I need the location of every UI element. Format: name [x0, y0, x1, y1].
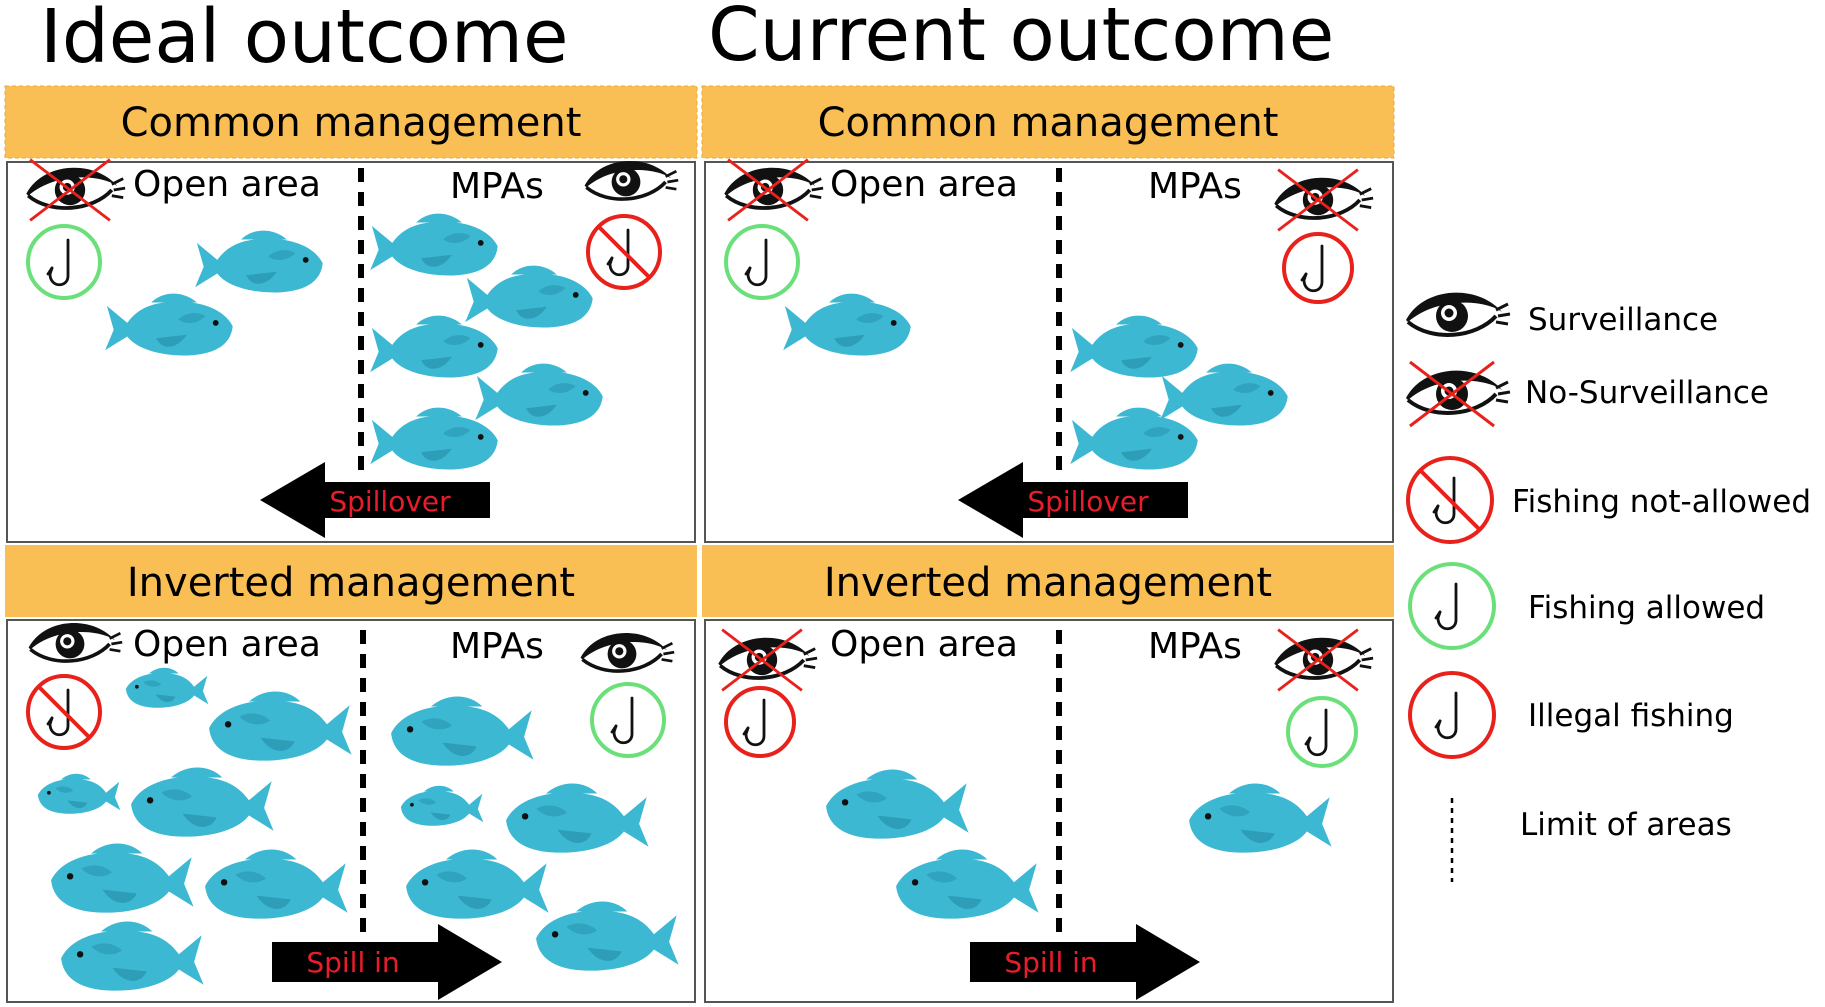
arrow-label: Spill in	[306, 946, 399, 979]
legend-label: Limit of areas	[1520, 807, 1732, 843]
header-label: Inverted management	[824, 560, 1272, 606]
open-area-label: Open area	[133, 624, 321, 665]
illegal-fishing-icon	[1282, 232, 1354, 304]
current-outcome-title: Current outcome	[708, 0, 1334, 78]
spillover-arrow: Spillover	[260, 462, 490, 538]
panel-current-inverted: Open area MPAs Spill in	[704, 619, 1394, 1003]
header-label: Inverted management	[127, 560, 575, 606]
surveillance-icon	[1404, 290, 1512, 337]
arrow-label: Spill in	[1004, 946, 1097, 979]
legend-no-surveillance: No-Surveillance	[1404, 360, 1769, 428]
legend-label: Illegal fishing	[1528, 698, 1734, 734]
legend-fishing-not-allowed: Fishing not-allowed	[1406, 456, 1811, 544]
legend-surveillance: Surveillance	[1404, 290, 1718, 338]
spill-in-arrow: Spill in	[970, 924, 1200, 1000]
panel-current-common: Open area MPAs Spillover	[704, 158, 1394, 543]
header-label: Common management	[818, 100, 1279, 146]
spillover-arrow: Spillover	[958, 462, 1188, 538]
fishing-allowed-icon	[724, 224, 800, 300]
arrow-label: Spillover	[329, 485, 451, 518]
header-current-inverted: Inverted management	[702, 545, 1394, 617]
legend-label: Fishing allowed	[1528, 590, 1765, 626]
legend-label: Surveillance	[1528, 302, 1718, 338]
mpa-label: MPAs	[1148, 626, 1242, 667]
mpa-label: MPAs	[450, 166, 544, 207]
no-surveillance-icon	[1404, 360, 1512, 428]
fishing-not-allowed-icon	[1406, 456, 1494, 544]
header-ideal-inverted: Inverted management	[5, 545, 697, 617]
fishing-allowed-icon	[1408, 562, 1496, 650]
legend: Surveillance No-Surveillance Fishing not…	[1404, 290, 1811, 882]
header-label: Common management	[121, 100, 582, 146]
fishing-not-allowed-icon	[586, 214, 662, 290]
legend-illegal-fishing: Illegal fishing	[1408, 671, 1734, 759]
mpa-label: MPAs	[450, 626, 544, 667]
legend-limit-of-areas: Limit of areas	[1450, 798, 1732, 882]
fishing-not-allowed-icon	[26, 674, 102, 750]
arrow-label: Spillover	[1027, 485, 1149, 518]
fishing-allowed-icon	[26, 224, 102, 300]
legend-fishing-allowed: Fishing allowed	[1408, 562, 1765, 650]
header-current-common: Common management	[701, 85, 1395, 159]
legend-label: Fishing not-allowed	[1512, 484, 1811, 520]
open-area-label: Open area	[830, 624, 1018, 665]
header-ideal-common: Common management	[4, 85, 698, 159]
panel-ideal-common: Open area MPAs Spillover	[6, 158, 696, 543]
fishing-allowed-icon	[590, 682, 666, 758]
illegal-fishing-icon	[724, 686, 796, 758]
ideal-outcome-title: Ideal outcome	[40, 0, 569, 80]
mpa-label: MPAs	[1148, 166, 1242, 207]
legend-label: No-Surveillance	[1525, 375, 1769, 411]
illegal-fishing-icon	[1408, 671, 1496, 759]
open-area-label: Open area	[830, 164, 1018, 205]
spill-in-arrow: Spill in	[272, 924, 502, 1000]
panel-ideal-inverted: Open area MPAs Spill in	[6, 619, 696, 1003]
fishing-allowed-icon	[1286, 696, 1358, 768]
open-area-label: Open area	[133, 164, 321, 205]
